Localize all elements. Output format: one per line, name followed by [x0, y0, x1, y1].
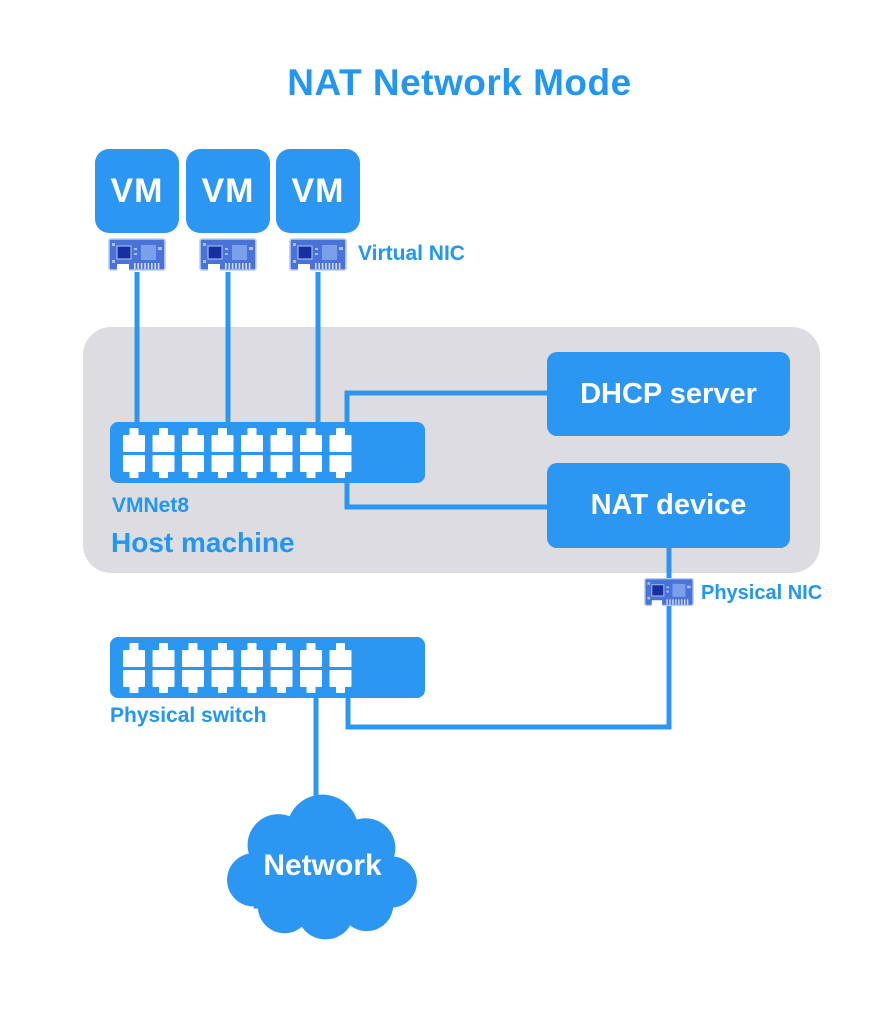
- virtual-nic-icon: [289, 238, 347, 272]
- physical-nic-icon: [644, 577, 694, 608]
- network-label: Network: [263, 849, 382, 882]
- physical-switch-label: Physical switch: [110, 704, 267, 727]
- vmnet8-switch: [110, 422, 425, 483]
- vmnet8-label: VMNet8: [112, 494, 190, 517]
- virtual-nic-icon: [199, 238, 257, 272]
- nat-device-box: NAT device: [547, 463, 790, 548]
- virtual-nic-icon: [108, 238, 166, 272]
- host-machine-label: Host machine: [111, 527, 295, 558]
- dhcp-server-box: DHCP server: [547, 352, 790, 436]
- network-cloud: Network: [225, 790, 420, 942]
- nat-device-label: NAT device: [590, 489, 747, 521]
- line-nat-to-physical-switch: [345, 548, 672, 730]
- physical-switch: [110, 637, 425, 698]
- vm-label: VM: [291, 171, 345, 210]
- vm-node-1: VM: [95, 149, 179, 233]
- physical-nic-label: Physical NIC: [701, 582, 823, 604]
- switch-ports-icon: [123, 643, 352, 693]
- line-switch-to-nat: [344, 481, 547, 510]
- dhcp-server-label: DHCP server: [580, 377, 757, 410]
- vm-label: VM: [110, 171, 164, 210]
- line-switch-to-dhcp: [344, 390, 547, 424]
- cloud-icon: [227, 794, 417, 940]
- switch-ports-icon: [123, 428, 352, 478]
- vm-label: VM: [201, 171, 255, 210]
- vm-node-2: VM: [186, 149, 270, 233]
- page-title: NAT Network Mode: [287, 62, 632, 103]
- vm-node-3: VM: [276, 149, 360, 233]
- virtual-nic-label: Virtual NIC: [358, 242, 465, 265]
